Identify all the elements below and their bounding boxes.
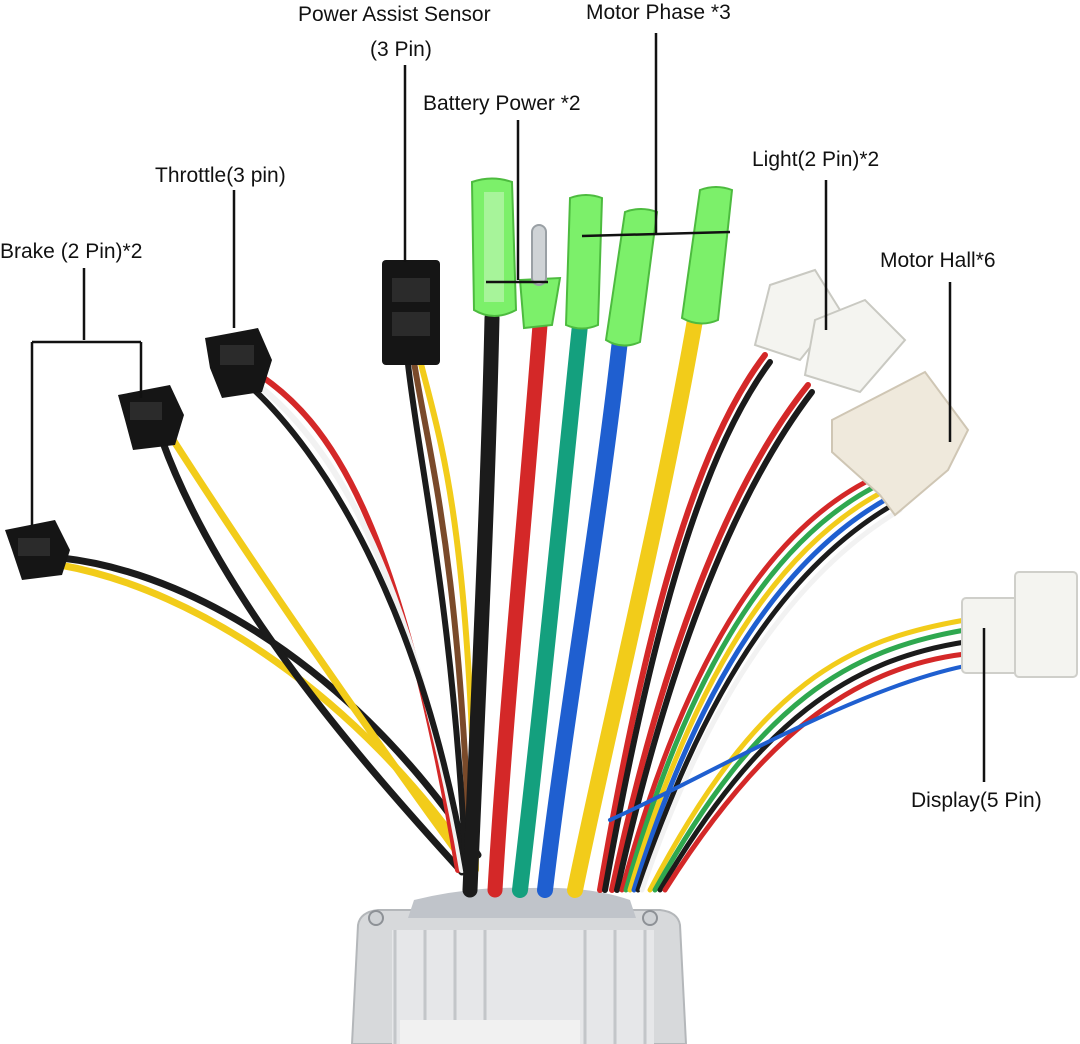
leader-lines xyxy=(30,33,986,782)
power-assist-connector xyxy=(382,260,440,365)
wire-bundle xyxy=(56,310,968,898)
display-connector xyxy=(961,571,1078,678)
motor-phase-terminals xyxy=(564,186,734,347)
label-display: Display(5 Pin) xyxy=(911,789,1042,812)
label-battery-power: Battery Power *2 xyxy=(423,92,581,115)
motor-hall-connector xyxy=(831,370,970,517)
brake-connector-1 xyxy=(118,385,184,450)
light-connectors xyxy=(753,268,907,394)
label-motor-hall: Motor Hall*6 xyxy=(880,249,996,272)
label-power-assist-pins: (3 Pin) xyxy=(370,38,432,61)
brake-connector-2 xyxy=(5,520,70,580)
label-brake: Brake (2 Pin)*2 xyxy=(0,240,143,263)
leader-motor-phase-bar xyxy=(581,230,731,238)
label-power-assist-sensor: Power Assist Sensor xyxy=(298,3,491,26)
label-throttle: Throttle(3 pin) xyxy=(155,164,286,187)
label-light: Light(2 Pin)*2 xyxy=(752,148,880,171)
throttle-connector xyxy=(205,328,272,398)
battery-terminals xyxy=(470,177,562,330)
label-motor-phase: Motor Phase *3 xyxy=(586,1,731,24)
controller-box xyxy=(350,887,688,1044)
